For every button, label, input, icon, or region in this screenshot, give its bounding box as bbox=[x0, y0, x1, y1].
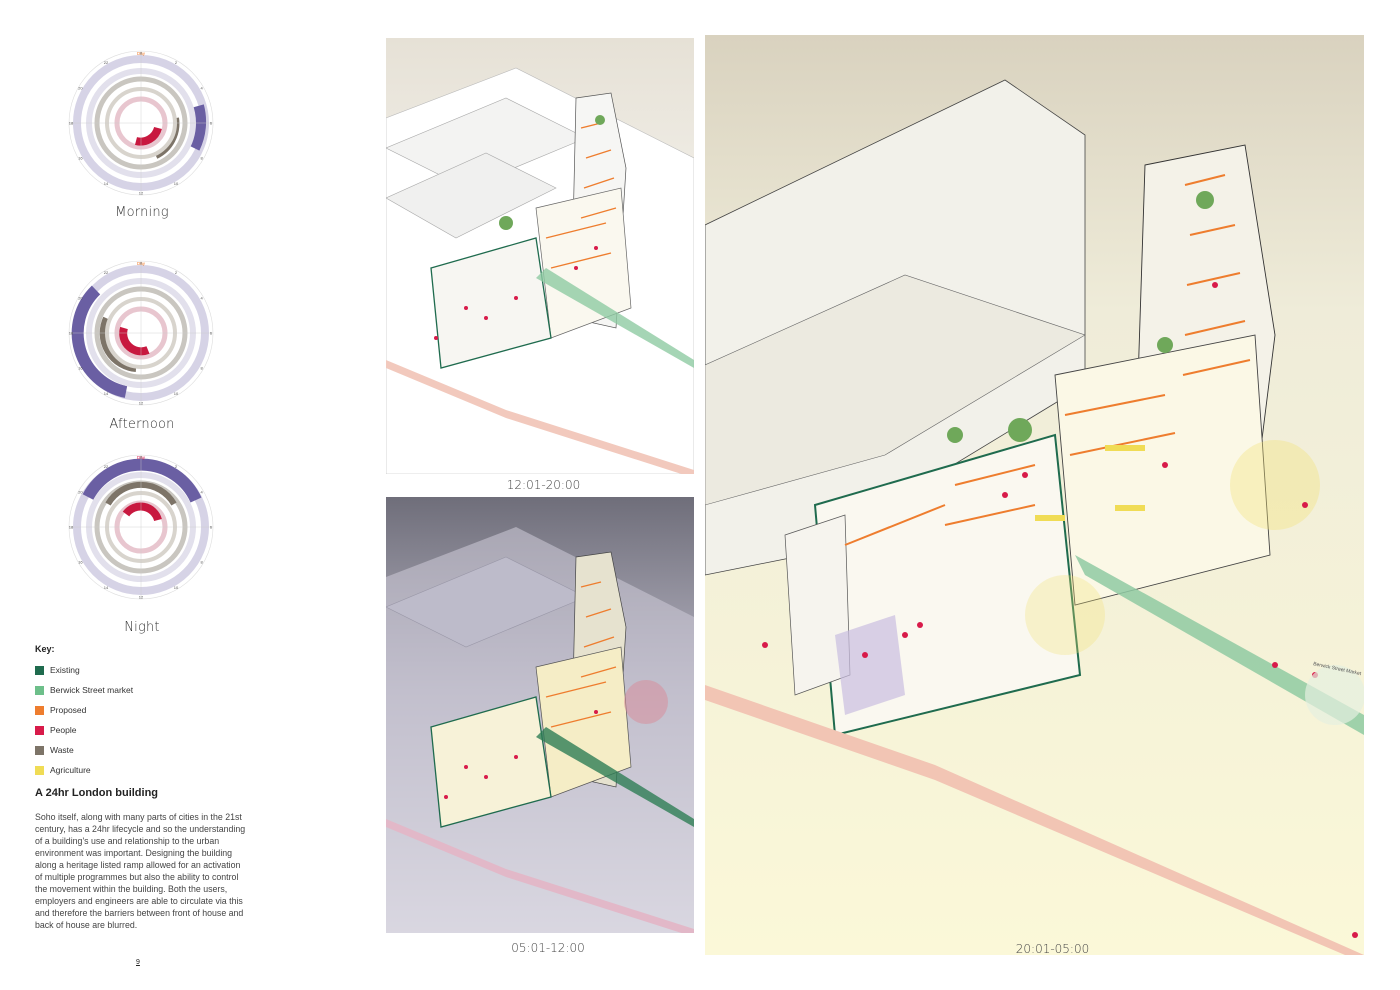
dial-tick-label: 10 bbox=[174, 585, 179, 590]
dial-tick-label: 2 bbox=[175, 60, 178, 65]
dial-tick-label: 20 bbox=[78, 490, 83, 495]
key-item-people: People bbox=[35, 720, 235, 740]
key-title: Key: bbox=[35, 644, 55, 654]
key-swatch-market bbox=[35, 685, 44, 695]
time-label-2: 05:01-12:00 bbox=[511, 941, 585, 955]
panel-night-axonometric: Berwick Street Market bbox=[705, 35, 1364, 955]
key-label: Berwick Street market bbox=[50, 685, 134, 695]
dial-tick-label: 2 bbox=[175, 270, 178, 275]
key-item-existing: Existing bbox=[35, 660, 235, 680]
dial-tick-label: 22 bbox=[104, 60, 109, 65]
dial-tick-label: 12 bbox=[139, 595, 144, 600]
dial-tick-label: 2 bbox=[175, 464, 178, 469]
dial-day-label: Day bbox=[137, 261, 146, 266]
dial-tick-label: 18 bbox=[69, 121, 74, 126]
dial-tick-label: 20 bbox=[78, 296, 83, 301]
dial-tick-label: 6 bbox=[210, 331, 213, 336]
dial-tick-label: 8 bbox=[200, 156, 203, 161]
panel-afternoon-axonometric bbox=[386, 38, 694, 474]
key-swatch-proposed bbox=[35, 705, 44, 715]
dial-tick-label: 16 bbox=[78, 560, 83, 565]
dial-label-night: Night bbox=[124, 620, 160, 635]
dial-day-label: Day bbox=[137, 455, 146, 460]
axonometric-drawing bbox=[386, 497, 694, 933]
dial-tick-label: 0 bbox=[140, 51, 143, 56]
key-swatch-people bbox=[35, 725, 44, 735]
dial-tick-label: 22 bbox=[104, 270, 109, 275]
axonometric-drawing bbox=[386, 38, 694, 474]
page-number: 9 bbox=[136, 959, 140, 966]
key-item-agriculture: Agriculture bbox=[35, 760, 235, 780]
section-heading: A 24hr London building bbox=[35, 787, 159, 799]
dial-tick-label: 18 bbox=[69, 331, 74, 336]
dial-tick-label: 0 bbox=[140, 455, 143, 460]
axonometric-drawing: Berwick Street Market bbox=[705, 35, 1364, 955]
key-list: Existing Berwick Street market Proposed … bbox=[35, 660, 235, 780]
dial-tick-label: 14 bbox=[104, 181, 109, 186]
key-item-proposed: Proposed bbox=[35, 700, 235, 720]
dial-tick-label: 6 bbox=[210, 121, 213, 126]
dial-tick-label: 8 bbox=[200, 366, 203, 371]
dial-day-label: Day bbox=[137, 51, 146, 56]
key-label: People bbox=[50, 725, 77, 735]
dial-tick-label: 18 bbox=[69, 525, 74, 530]
time-label-3: 20:01-05:00 bbox=[1015, 942, 1090, 956]
key-label: Agriculture bbox=[50, 765, 91, 775]
key-swatch-existing bbox=[35, 665, 44, 675]
dial-tick-label: 8 bbox=[200, 560, 203, 565]
key-swatch-waste bbox=[35, 745, 44, 755]
dial-tick-label: 4 bbox=[200, 86, 203, 91]
key-label: Waste bbox=[50, 745, 74, 755]
dial-label-afternoon: Afternoon bbox=[109, 417, 175, 432]
dial-tick-label: 14 bbox=[104, 585, 109, 590]
time-label-1: 12:01-20:00 bbox=[506, 478, 581, 492]
dial-label-morning: Morning bbox=[115, 205, 169, 220]
key-label: Existing bbox=[50, 665, 80, 675]
dial-tick-label: 12 bbox=[139, 401, 144, 406]
panel-morning-axonometric bbox=[386, 497, 694, 933]
dial-tick-label: 22 bbox=[104, 464, 109, 469]
dial-tick-label: 0 bbox=[140, 261, 143, 266]
dial-tick-label: 6 bbox=[210, 525, 213, 530]
dial-tick-label: 16 bbox=[78, 366, 83, 371]
dial-tick-label: 14 bbox=[104, 391, 109, 396]
key-item-waste: Waste bbox=[35, 740, 235, 760]
dial-tick-label: 10 bbox=[174, 391, 179, 396]
body-paragraph: Soho itself, along with many parts of ci… bbox=[35, 812, 246, 930]
dial-tick-label: 20 bbox=[78, 86, 83, 91]
key-label: Proposed bbox=[50, 705, 87, 715]
dial-tick-label: 4 bbox=[200, 296, 203, 301]
key-swatch-agriculture bbox=[35, 765, 44, 775]
key-item-market: Berwick Street market bbox=[35, 680, 235, 700]
dial-tick-label: 12 bbox=[139, 191, 144, 196]
dial-tick-label: 10 bbox=[174, 181, 179, 186]
dial-tick-label: 4 bbox=[200, 490, 203, 495]
dial-tick-label: 16 bbox=[78, 156, 83, 161]
